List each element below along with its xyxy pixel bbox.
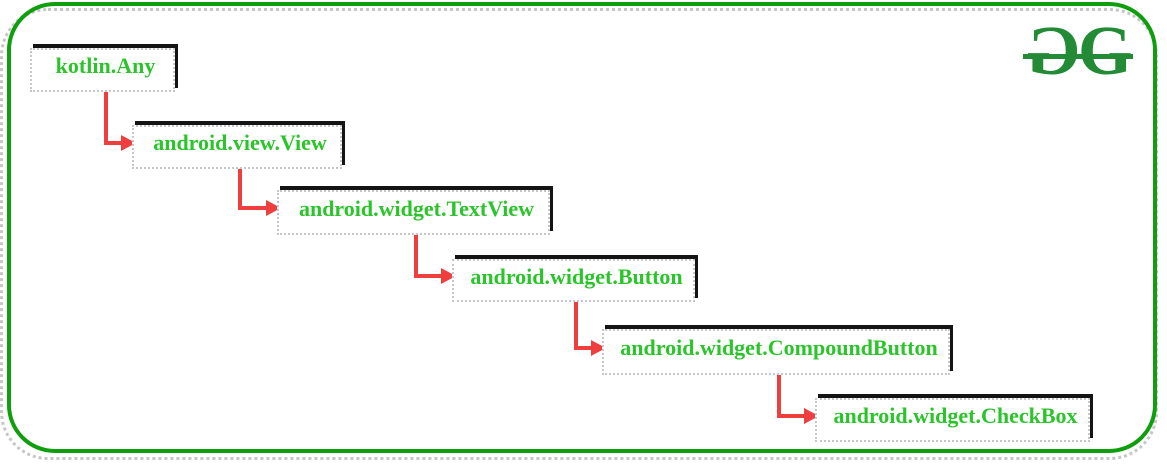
logo-g-letter: G — [1078, 13, 1133, 90]
diagram-frame — [7, 2, 1157, 453]
node-label: android.view.View — [153, 130, 327, 155]
node-label: android.widget.TextView — [298, 195, 535, 221]
hierarchy-node-android-widget-compoundbutton: android.widget.CompoundButton — [602, 325, 953, 375]
node-label: android.widget.CheckBox — [833, 403, 1078, 428]
hierarchy-node-android-widget-textview: android.widget.TextView — [277, 186, 553, 235]
hierarchy-node-android-view-view: android.view.View — [132, 121, 345, 169]
hierarchy-node-android-widget-checkbox: android.widget.CheckBox — [815, 394, 1093, 442]
geeksforgeeks-logo: G G — [1023, 13, 1133, 90]
logo-crossbar — [1023, 54, 1133, 59]
node-label: kotlin.Any — [55, 53, 156, 78]
node-label: android.widget.CompoundButton — [620, 335, 938, 360]
hierarchy-node-kotlin-any: kotlin.Any — [30, 44, 178, 92]
node-label: android.widget.Button — [470, 263, 683, 289]
hierarchy-node-android-widget-button: android.widget.Button — [452, 255, 698, 302]
logo-reversed-g-letter: G — [1026, 13, 1081, 90]
